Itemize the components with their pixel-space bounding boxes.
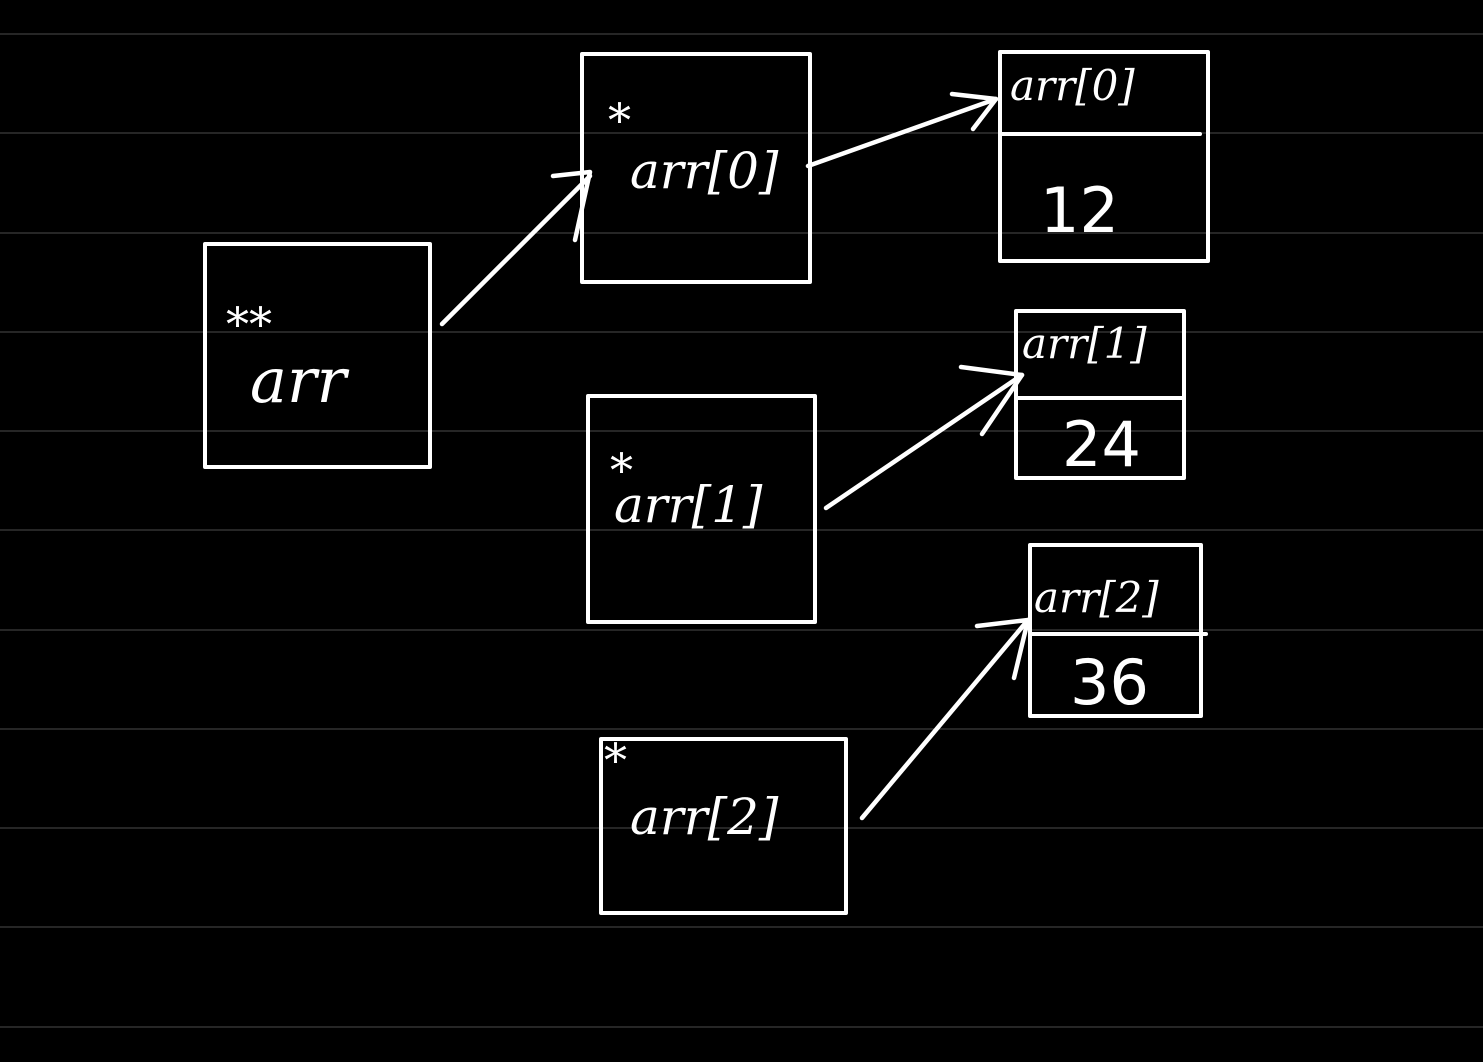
value-label: arr[1]	[1022, 319, 1147, 368]
arrow-pointer-0-to-value-0	[805, 91, 999, 169]
pointer-node-2: * arr[2]	[599, 733, 848, 915]
value-box	[1014, 309, 1186, 480]
arrow-double-to-pointer-0	[439, 169, 593, 327]
value-box	[998, 50, 1210, 263]
pointer-box	[580, 52, 812, 284]
pointer-name: arr[0]	[630, 142, 779, 200]
value-label: arr[0]	[1010, 61, 1135, 110]
pointer-name: arr[1]	[614, 476, 763, 534]
arrow-pointer-1-to-value-1	[823, 364, 1025, 511]
double-pointer-name: arr	[250, 344, 350, 417]
arrow-shaft	[805, 96, 999, 169]
pointer-star: *	[610, 443, 633, 497]
arrow-head	[958, 364, 1025, 437]
pointer-node-1: * arr[1]	[586, 394, 817, 624]
arrow-shaft	[439, 173, 593, 327]
value-number: 12	[1040, 174, 1119, 247]
arrow-shaft	[823, 372, 1025, 511]
pointer-box	[586, 394, 817, 624]
pointer-name: arr[2]	[630, 788, 779, 846]
pointer-star: *	[608, 93, 631, 147]
arrow-pointer-2-to-value-2	[859, 617, 1031, 821]
value-number: 24	[1062, 408, 1141, 481]
value-node-0: arr[0] 12	[998, 50, 1210, 263]
value-number: 36	[1070, 646, 1149, 719]
pointer-box	[599, 737, 848, 915]
value-node-1: arr[1] 24	[1014, 309, 1186, 481]
arrow-head	[949, 91, 999, 132]
pointer-star: *	[604, 733, 627, 787]
value-node-2: arr[2] 36	[1028, 543, 1208, 719]
value-label: arr[2]	[1034, 573, 1159, 622]
double-pointer-node: ** arr	[203, 242, 432, 469]
arrow-shaft	[859, 617, 1031, 821]
pointer-node-0: * arr[0]	[580, 52, 812, 284]
double-pointer-box	[203, 242, 432, 469]
value-box	[1028, 543, 1203, 718]
double-pointer-star: **	[226, 297, 272, 351]
ruled-lines	[0, 33, 1483, 1028]
arrow-head	[550, 169, 593, 243]
arrow-head	[974, 617, 1031, 681]
